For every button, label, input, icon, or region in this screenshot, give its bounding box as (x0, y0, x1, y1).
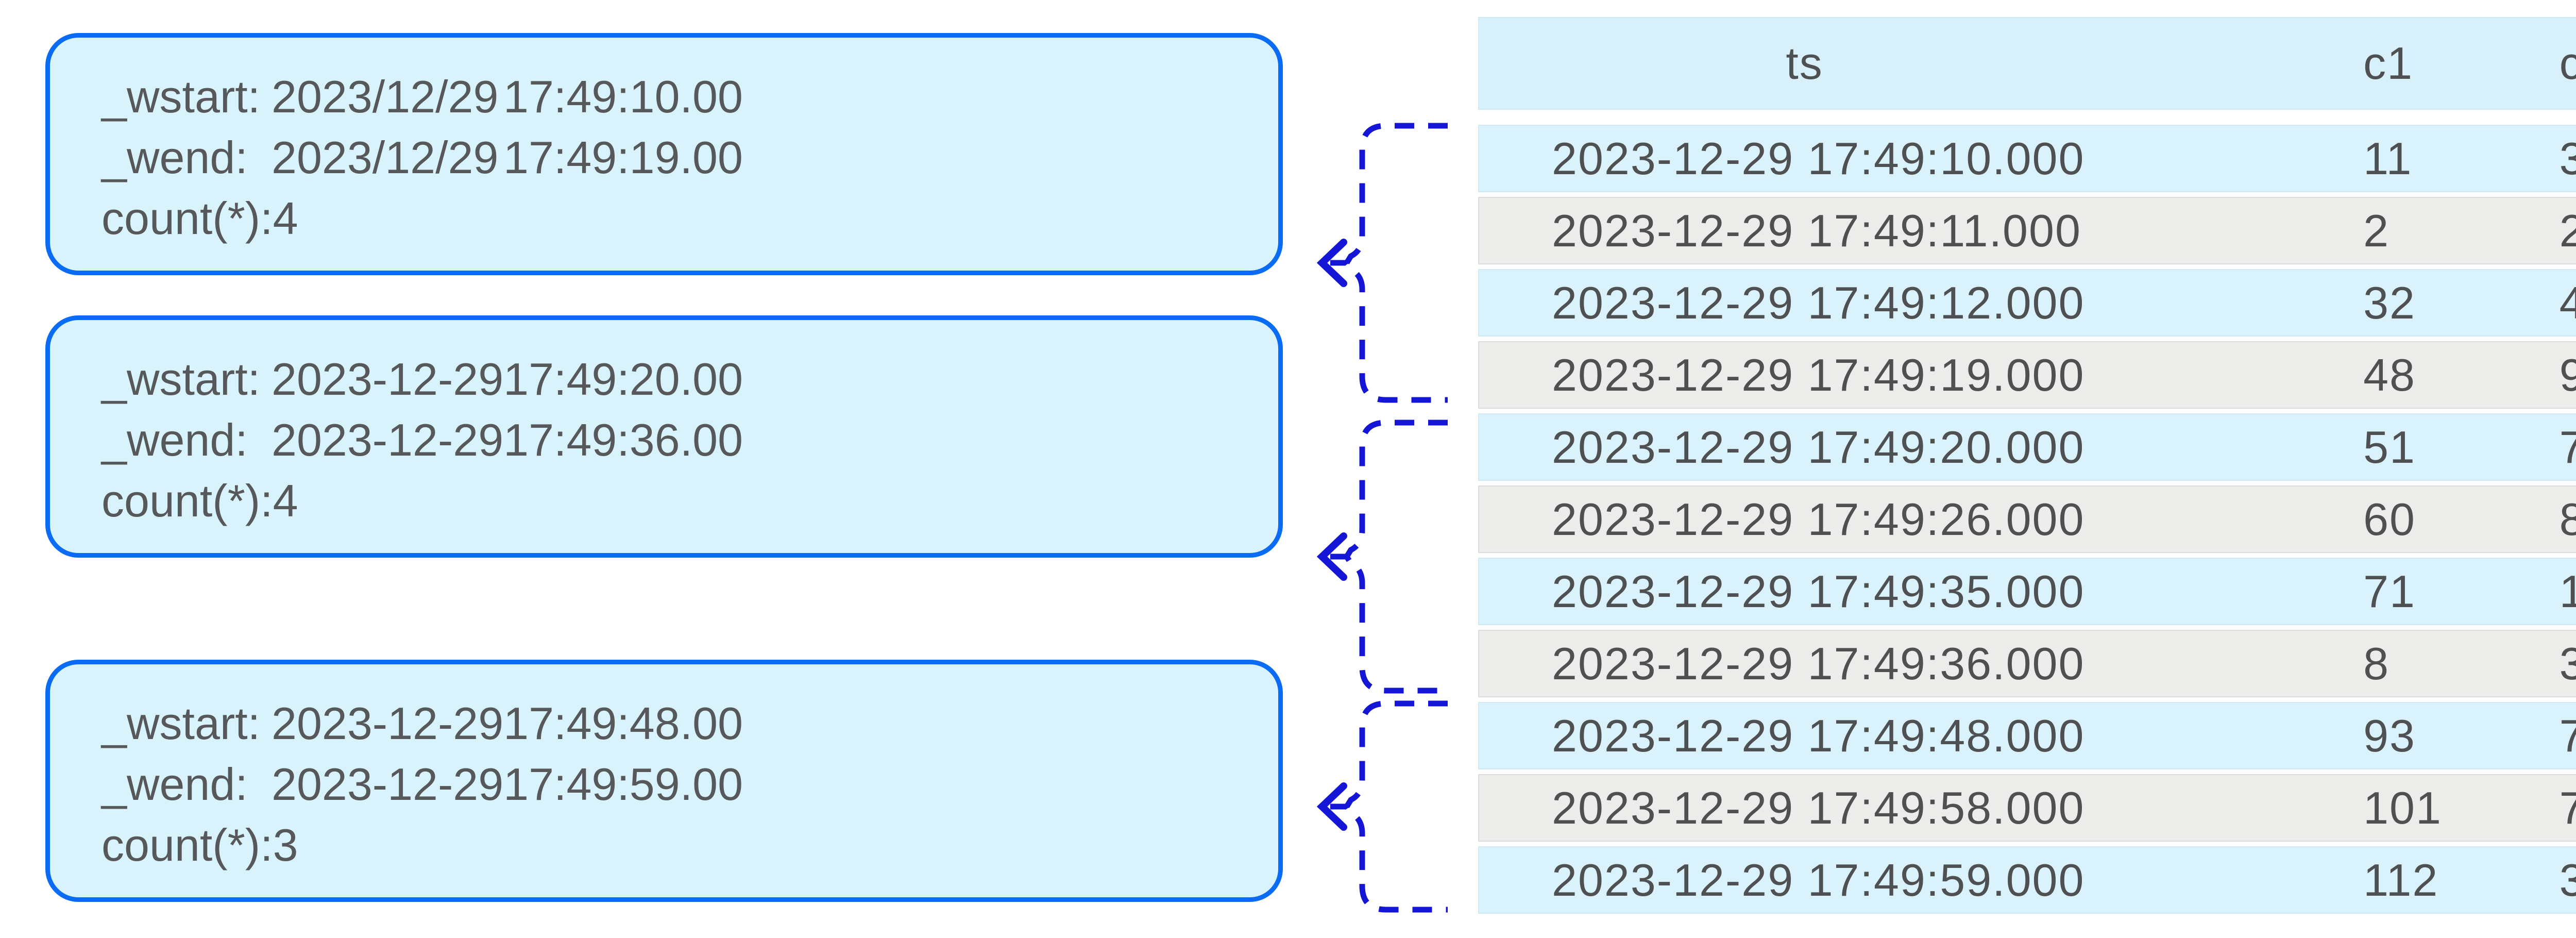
cell-c1: 51 (2363, 421, 2416, 473)
wend-time: 17:49:19.00 (503, 132, 743, 183)
count-label: count(*): (101, 819, 273, 870)
wstart-date: 2023/12/29 (272, 71, 499, 122)
wstart-date: 2023-12-29 (272, 698, 504, 749)
cell-ts: 2023-12-29 17:49:26.000 (1552, 493, 2085, 545)
header-cell-c2: c2 (2559, 38, 2576, 89)
cell-ts: 2023-12-29 17:49:12.000 (1552, 277, 2085, 328)
cell-c1: 101 (2363, 782, 2442, 833)
table-row: 2023-12-29 17:49:58.000 101 7.6 (1478, 774, 2576, 842)
cell-c1: 11 (2363, 132, 2413, 184)
wend-time: 17:49:59.00 (503, 759, 743, 810)
wend-line: _wend: 2023-12-29 17:49:36.00 (101, 410, 1258, 471)
cell-ts: 2023-12-29 17:49:19.000 (1552, 349, 2085, 400)
cell-c2: 9.1 (2559, 349, 2576, 400)
cell-c1: 32 (2363, 277, 2416, 328)
count-value: 3 (273, 819, 298, 870)
cell-c2: 8.2 (2559, 493, 2576, 545)
dashed-brace-icon (1343, 123, 1448, 403)
cell-ts: 2023-12-29 17:49:36.000 (1552, 638, 2085, 689)
cell-c1: 48 (2363, 349, 2416, 400)
wstart-date: 2023-12-29 (272, 354, 504, 405)
wend-line: _wend: 2023/12/29 17:49:19.00 (101, 127, 1258, 188)
wend-date: 2023-12-29 (272, 414, 504, 465)
wstart-label: _wstart: (101, 71, 261, 122)
wend-date: 2023-12-29 (272, 759, 504, 810)
wstart-label: _wstart: (101, 354, 261, 405)
table-row: 2023-12-29 17:49:10.000 11 3.1 (1478, 125, 2576, 192)
cell-c2: 3.1 (2559, 132, 2576, 184)
cell-c1: 71 (2363, 565, 2416, 617)
wend-date: 2023/12/29 (272, 132, 499, 183)
wend-label: _wend: (101, 759, 248, 810)
table-row: 2023-12-29 17:49:11.000 2 2.6 (1478, 197, 2576, 264)
header-cell-c1: c1 (2363, 38, 2414, 89)
cell-c2: 7.6 (2559, 782, 2576, 833)
table-row: 2023-12-29 17:49:35.000 71 1.2 (1478, 558, 2576, 625)
cell-ts: 2023-12-29 17:49:20.000 (1552, 421, 2085, 473)
table-row: 2023-12-29 17:49:26.000 60 8.2 (1478, 485, 2576, 553)
table-row: 2023-12-29 17:49:59.000 112 3.1 (1478, 846, 2576, 914)
cell-c2: 3.6 (2559, 638, 2576, 689)
table-row: 2023-12-29 17:49:20.000 51 7.6 (1478, 413, 2576, 481)
wstart-time: 17:49:20.00 (503, 354, 743, 405)
wend-label: _wend: (101, 414, 248, 465)
wend-time: 17:49:36.00 (503, 414, 743, 465)
dashed-brace-icon (1343, 420, 1448, 694)
count-value: 4 (273, 193, 298, 244)
group-brace-3 (1316, 700, 1448, 913)
table-header: ts c1 c2 (1478, 17, 2576, 110)
group-brace-2 (1316, 420, 1448, 694)
result-box-1: _wstart: 2023/12/29 17:49:10.00 _wend: 2… (45, 33, 1283, 275)
cell-c2: 1.2 (2559, 565, 2576, 617)
wstart-line: _wstart: 2023-12-29 17:49:20.00 (101, 349, 1258, 410)
cell-ts: 2023-12-29 17:49:10.000 (1552, 132, 2085, 184)
cell-c1: 93 (2363, 710, 2416, 761)
wend-line: _wend: 2023-12-29 17:49:59.00 (101, 754, 1258, 815)
cell-c1: 2 (2363, 205, 2390, 256)
count-line: count(*): 4 (101, 471, 1258, 531)
wstart-time: 17:49:10.00 (503, 71, 743, 122)
cell-ts: 2023-12-29 17:49:58.000 (1552, 782, 2085, 833)
cell-c2: 7.9 (2559, 710, 2576, 761)
wstart-line: _wstart: 2023-12-29 17:49:48.00 (101, 693, 1258, 754)
count-line: count(*): 4 (101, 188, 1258, 249)
table-row: 2023-12-29 17:49:48.000 93 7.9 (1478, 702, 2576, 769)
cell-c2: 2.6 (2559, 205, 2576, 256)
cell-c2: 7.6 (2559, 421, 2576, 473)
cell-c2: 4.8 (2559, 277, 2576, 328)
count-value: 4 (273, 475, 298, 526)
result-box-3: _wstart: 2023-12-29 17:49:48.00 _wend: 2… (45, 660, 1283, 902)
table-row: 2023-12-29 17:49:19.000 48 9.1 (1478, 341, 2576, 409)
cell-ts: 2023-12-29 17:49:48.000 (1552, 710, 2085, 761)
count-label: count(*): (101, 475, 273, 526)
wstart-line: _wstart: 2023/12/29 17:49:10.00 (101, 66, 1258, 127)
count-line: count(*): 3 (101, 815, 1258, 876)
cell-c2: 3.1 (2559, 854, 2576, 906)
arrow-left-icon (1316, 782, 1347, 831)
header-cell-ts: ts (1786, 38, 1823, 89)
wend-label: _wend: (101, 132, 248, 183)
group-brace-1 (1316, 123, 1448, 403)
cell-c1: 60 (2363, 493, 2416, 545)
cell-ts: 2023-12-29 17:49:11.000 (1552, 205, 2081, 256)
table-row: 2023-12-29 17:49:12.000 32 4.8 (1478, 269, 2576, 337)
wstart-label: _wstart: (101, 698, 261, 749)
cell-ts: 2023-12-29 17:49:59.000 (1552, 854, 2085, 906)
count-label: count(*): (101, 193, 273, 244)
cell-c1: 8 (2363, 638, 2390, 689)
table-row: 2023-12-29 17:49:36.000 8 3.6 (1478, 630, 2576, 697)
cell-c1: 112 (2363, 854, 2439, 906)
wstart-time: 17:49:48.00 (503, 698, 743, 749)
arrow-left-icon (1316, 532, 1347, 581)
result-box-2: _wstart: 2023-12-29 17:49:20.00 _wend: 2… (45, 315, 1283, 558)
dashed-brace-icon (1343, 700, 1448, 913)
cell-ts: 2023-12-29 17:49:35.000 (1552, 565, 2085, 617)
arrow-left-icon (1316, 239, 1347, 287)
